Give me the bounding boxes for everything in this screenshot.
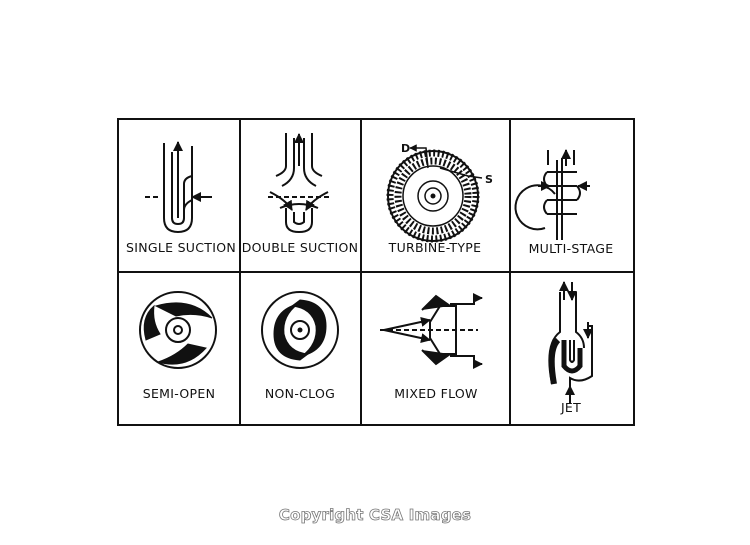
label-semi-open: SEMI-OPEN [143, 386, 216, 401]
label-turbine-type: TURBINE-TYPE [388, 240, 482, 255]
label-double-suction: DOUBLE SUCTION [242, 240, 359, 255]
turbine-type-icon [386, 144, 483, 243]
mixed-flow-icon [380, 293, 483, 369]
single-suction-icon [145, 141, 212, 234]
label-jet: JET [560, 400, 581, 415]
turbine-suction-marker: S [485, 173, 493, 186]
double-suction-icon [268, 133, 330, 234]
copyright-watermark: Copyright CSA Images [278, 506, 472, 525]
jet-icon [548, 281, 593, 404]
label-mixed-flow: MIXED FLOW [394, 386, 477, 401]
grid-frame [117, 118, 635, 426]
label-single-suction: SINGLE SUCTION [126, 240, 236, 255]
turbine-discharge-marker: D [401, 142, 410, 155]
multi-stage-icon [514, 149, 590, 240]
non-clog-icon [261, 291, 339, 369]
label-non-clog: NON-CLOG [265, 386, 335, 401]
semi-open-icon [139, 291, 217, 369]
label-multi-stage: MULTI-STAGE [529, 241, 614, 256]
